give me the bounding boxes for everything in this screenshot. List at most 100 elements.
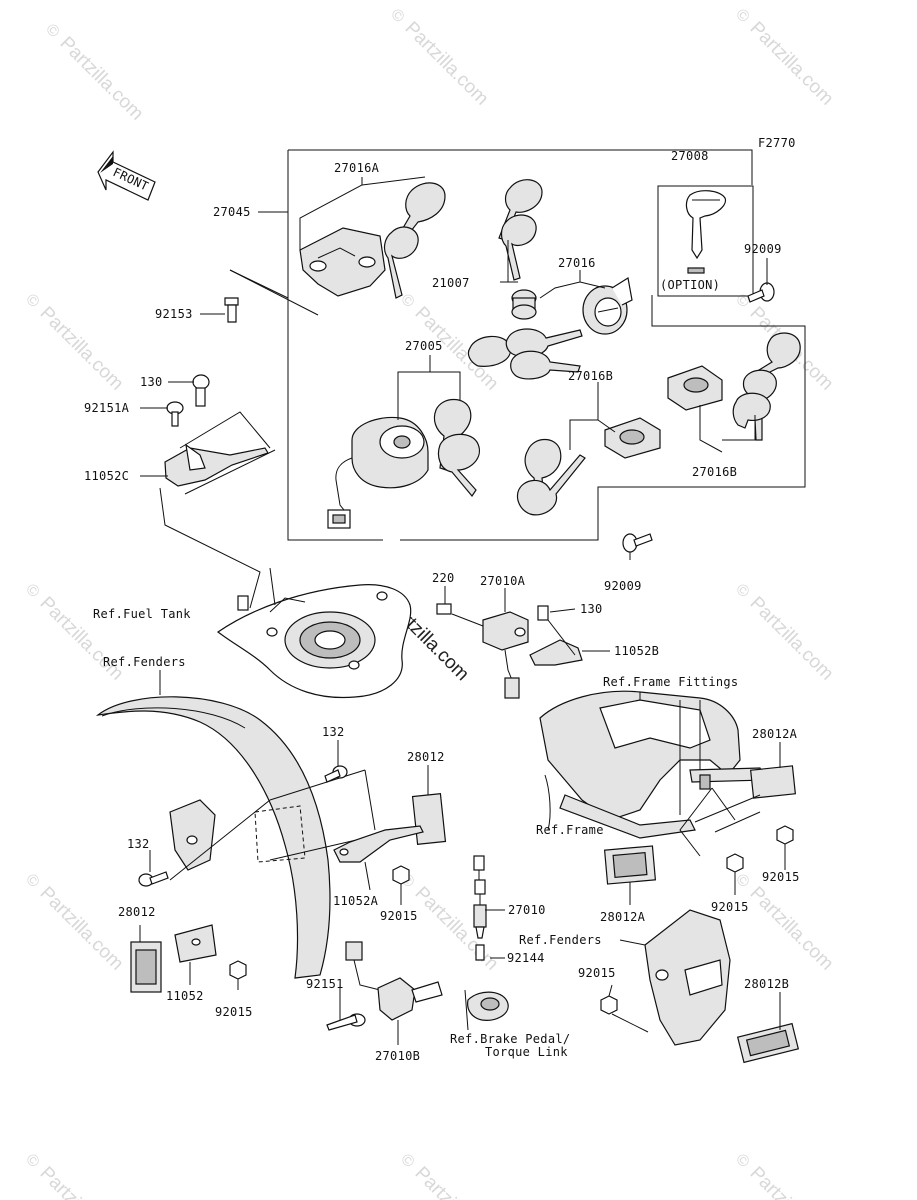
label-92151A: 92151A [84, 401, 130, 415]
ref-frame: Ref.Frame [536, 823, 604, 837]
ref-frame-fittings: Ref.Frame Fittings [603, 675, 738, 689]
label-27010: 27010 [508, 903, 546, 917]
label-130-mid: 130 [580, 602, 603, 616]
ref-fenders-right: Ref.Fenders [519, 933, 602, 947]
front-fender [95, 696, 366, 979]
nut-92015-c [776, 825, 794, 845]
switch-housing-27016A [299, 227, 386, 297]
label-92015-b: 92015 [215, 1005, 253, 1019]
key-set-27016B-middle [516, 417, 661, 516]
watermark-text: Partzilla.com [746, 1163, 838, 1200]
bracket-11052A [333, 769, 424, 863]
label-21007: 21007 [432, 276, 470, 290]
watermark-text: Partzilla.com [746, 883, 838, 975]
nut-92015-e [600, 995, 618, 1015]
label-27016: 27016 [558, 256, 596, 270]
brake-switch-27010 [473, 855, 487, 961]
label-28012-left: 28012 [118, 905, 156, 919]
label-132-left: 132 [127, 837, 150, 851]
nut-92015-d [726, 853, 744, 873]
label-27045: 27045 [213, 205, 251, 219]
ref-fuel-tank: Ref.Fuel Tank [93, 607, 191, 621]
label-27016B-right: 27016B [692, 465, 737, 479]
ignition-switch-27005 [327, 398, 480, 529]
ref-fenders-left: Ref.Fenders [103, 655, 186, 669]
label-11052: 11052 [166, 989, 204, 1003]
option-label: (OPTION) [660, 278, 720, 292]
label-27010B: 27010B [375, 1049, 420, 1063]
ref-brake-pedal-line1: Ref.Brake Pedal/ [450, 1032, 570, 1046]
svg-text:©: © [732, 581, 753, 602]
screw-92009-top [747, 282, 775, 303]
label-92015-d: 92015 [762, 870, 800, 884]
bolt-132-lower [138, 871, 169, 887]
screw-92009-bottom [622, 533, 653, 553]
label-27016B-mid: 27016B [568, 369, 613, 383]
watermark-text: Partzilla.com [401, 18, 493, 110]
label-92015-e: 92015 [578, 966, 616, 980]
label-92009-top: 92009 [744, 242, 782, 256]
watermark-text: Partzilla.com [36, 883, 128, 975]
key-set-21007 [498, 179, 543, 320]
key-set-27016B-right [667, 332, 801, 441]
label-132-top: 132 [322, 725, 345, 739]
bolt-92153 [224, 297, 239, 323]
switch-27010B [326, 941, 443, 1031]
ref-brake-pedal-line2: Torque Link [485, 1045, 568, 1059]
svg-text:©: © [22, 291, 43, 312]
nut-92015-a [392, 865, 410, 885]
label-92015-c: 92015 [711, 900, 749, 914]
watermark-text: Partzilla.com [746, 18, 838, 110]
label-28012A-bottom: 28012A [600, 910, 646, 924]
label-11052C: 11052C [84, 469, 129, 483]
svg-text:©: © [387, 6, 408, 27]
label-27008: 27008 [671, 149, 709, 163]
label-92009-bottom: 92009 [604, 579, 642, 593]
label-27010A: 27010A [480, 574, 526, 588]
front-arrow-icon: FRONT [97, 150, 156, 201]
label-27005: 27005 [405, 339, 443, 353]
label-130-top: 130 [140, 375, 163, 389]
reflector-28012A-top [749, 765, 797, 799]
leader-lines [139, 166, 786, 1045]
label-92153: 92153 [155, 307, 193, 321]
label-27016A: 27016A [334, 161, 380, 175]
watermark-text: Partzilla.com [56, 33, 148, 125]
label-92015-a: 92015 [380, 909, 418, 923]
figure-code: F2770 [758, 136, 796, 150]
svg-text:©: © [22, 871, 43, 892]
svg-text:©: © [732, 6, 753, 27]
bracket-11052C [164, 374, 276, 495]
svg-text:©: © [22, 581, 43, 602]
watermark-text: Partzilla.com [411, 883, 503, 975]
brake-pedal-bracket [464, 989, 509, 1031]
reference-labels: Ref.Fuel Tank Ref.Fenders Ref.Frame Fitt… [93, 607, 738, 1059]
leader-lines-fuel-tank [159, 487, 276, 609]
label-28012-mid: 28012 [407, 750, 445, 764]
watermark-text: Partzilla.com [36, 303, 128, 395]
reflector-28012-left [130, 941, 162, 993]
watermark-text: Partzilla.com [746, 593, 838, 685]
svg-text:©: © [42, 21, 63, 42]
reflector-28012B [736, 1022, 800, 1064]
label-92151: 92151 [306, 977, 344, 991]
label-28012B: 28012B [744, 977, 789, 991]
watermark-text: Partzilla.com [411, 1163, 503, 1200]
part-labels: 27016A 27045 27008 92153 21007 27016 920… [84, 149, 800, 1063]
reflector-28012-middle [411, 793, 447, 845]
rear-fender [644, 909, 731, 1046]
svg-text:©: © [22, 1151, 43, 1172]
label-11052B: 11052B [614, 644, 659, 658]
bolt-132-upper [324, 765, 348, 783]
svg-text:©: © [397, 1151, 418, 1172]
fuel-tank [216, 584, 412, 699]
lock-cylinder-27016 [467, 277, 633, 380]
svg-text:©: © [732, 1151, 753, 1172]
label-92144: 92144 [507, 951, 545, 965]
option-key-box: (OPTION) [657, 185, 754, 297]
nut-92015-b [229, 960, 247, 980]
reflector-28012A-bottom [603, 845, 657, 885]
label-28012A-top: 28012A [752, 727, 798, 741]
label-11052A: 11052A [333, 894, 379, 908]
